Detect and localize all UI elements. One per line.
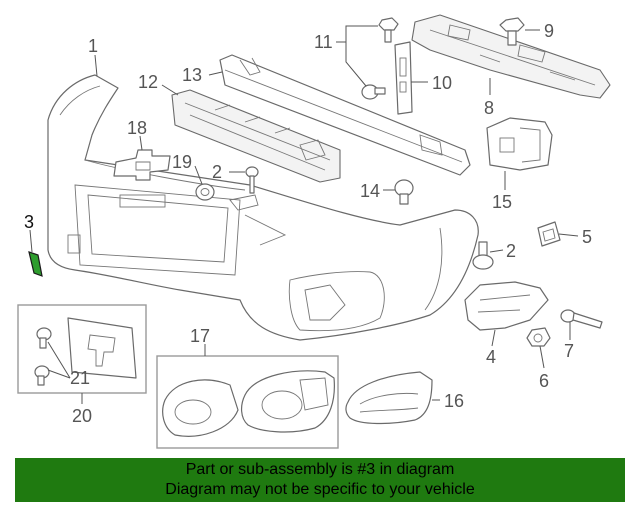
info-banner: Part or sub-assembly is #3 in diagram Di…: [15, 458, 625, 502]
nut-6[interactable]: [526, 327, 551, 347]
bracket-4[interactable]: [464, 281, 549, 331]
clip-19[interactable]: [195, 183, 215, 201]
callout-4[interactable]: 4: [486, 347, 496, 367]
screw-21-top[interactable]: [36, 327, 52, 349]
bolt-7[interactable]: [560, 309, 603, 329]
callout-9[interactable]: 9: [544, 21, 554, 41]
callout-3[interactable]: 3: [24, 212, 34, 232]
callout-2-upper[interactable]: 2: [212, 162, 222, 182]
callout-2-lower[interactable]: 2: [506, 241, 516, 261]
callout-11[interactable]: 11: [314, 32, 333, 52]
callout-7[interactable]: 7: [564, 341, 574, 361]
energy-absorber[interactable]: [171, 89, 341, 183]
callout-12[interactable]: 12: [138, 72, 158, 92]
callout-19[interactable]: 19: [172, 152, 192, 172]
license-plate-bracket[interactable]: [67, 317, 137, 379]
callout-17[interactable]: 17: [190, 326, 210, 346]
callout-15[interactable]: 15: [492, 192, 512, 212]
callout-13[interactable]: 13: [182, 65, 202, 85]
fog-bezel-right[interactable]: [241, 370, 335, 433]
banner-line-2: Diagram may not be specific to your vehi…: [165, 481, 475, 498]
callout-14[interactable]: 14: [360, 181, 380, 201]
callout-21[interactable]: 21: [70, 368, 90, 388]
fastener-11-bottom[interactable]: [361, 84, 386, 100]
fastener-9[interactable]: [499, 17, 525, 46]
callout-1[interactable]: 1: [88, 36, 98, 56]
highlighted-part-3[interactable]: [28, 251, 43, 277]
callout-20[interactable]: 20: [72, 406, 92, 426]
fog-bezel-left[interactable]: [162, 379, 239, 437]
leader-lines: [29, 25, 579, 404]
banner-line-1: Part or sub-assembly is #3 in diagram: [185, 461, 455, 478]
screw-2-lower[interactable]: [472, 241, 494, 270]
callout-18[interactable]: 18: [127, 118, 147, 138]
emblem[interactable]: [113, 149, 171, 181]
radiator-support[interactable]: [411, 14, 611, 99]
bracket-15[interactable]: [486, 117, 553, 171]
parts-diagram: 1 12 13 11 10 9 8 18 19 2 14 15 5 2 4 7 …: [17, 14, 611, 449]
license-bracket-group: [17, 304, 147, 394]
fog-bezel-group: [156, 355, 339, 449]
callout-10[interactable]: 10: [432, 73, 452, 93]
screw-21-bottom[interactable]: [34, 365, 50, 386]
callout-16[interactable]: 16: [444, 391, 464, 411]
bracket-10[interactable]: [394, 41, 413, 115]
screw-14[interactable]: [394, 179, 414, 205]
reinforcement-beam[interactable]: [219, 54, 471, 176]
callout-8[interactable]: 8: [484, 98, 494, 118]
fastener-11-top[interactable]: [378, 17, 399, 43]
callout-5[interactable]: 5: [582, 227, 592, 247]
callouts: 1 12 13 11 10 9 8 18 19 2 14 15 5 2 4 7 …: [24, 21, 592, 426]
trim-16[interactable]: [345, 371, 433, 425]
callout-6[interactable]: 6: [539, 371, 549, 391]
clip-5[interactable]: [537, 221, 561, 247]
screw-2-upper[interactable]: [245, 166, 259, 194]
bumper-cover[interactable]: [47, 74, 479, 341]
